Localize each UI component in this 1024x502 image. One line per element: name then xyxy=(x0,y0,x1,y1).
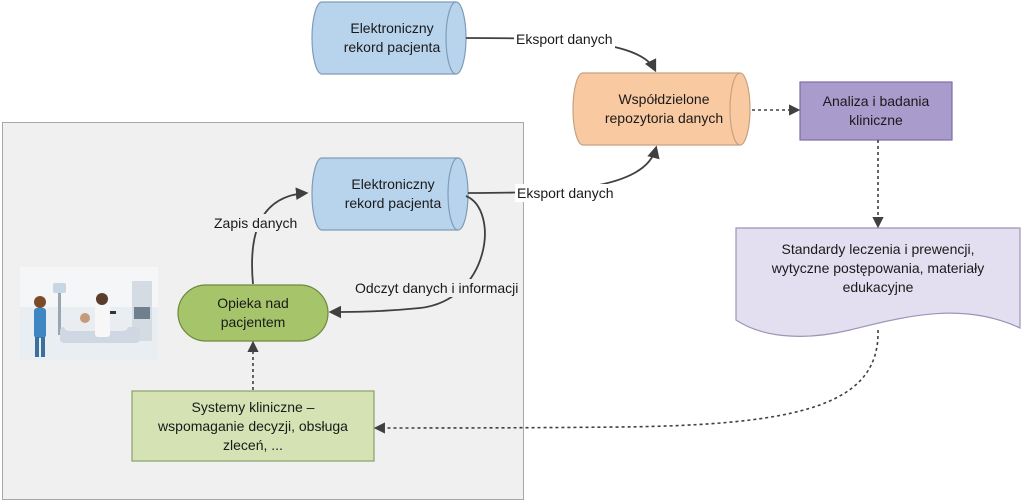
edge-label-export-inner: Eksport danych xyxy=(515,184,616,202)
analysis-box xyxy=(799,81,953,141)
hospital-care-illustration xyxy=(20,267,158,360)
arrow-write-data xyxy=(251,187,309,285)
arrow-standards-to-systems xyxy=(373,329,879,434)
ehr-top-cylinder xyxy=(311,1,467,75)
arrow-read-data xyxy=(328,195,486,319)
clinical-systems-label: Systemy kliniczne –wspomaganie decyzji, … xyxy=(158,398,348,453)
standards-document xyxy=(735,227,1021,337)
hospital-care-photo xyxy=(20,267,158,360)
edge-label-write-data: Zapis danych xyxy=(212,214,300,232)
clinical-systems-box xyxy=(131,390,375,462)
shared-repository-cylinder xyxy=(572,72,751,146)
edge-label-export-top: Eksport danych xyxy=(514,30,615,48)
standards-label: Standardy leczenia i prewencji,wytyczne … xyxy=(771,240,985,295)
edge-label-read-data: Odczyt danych i informacji xyxy=(353,279,521,297)
ehr-inner-cylinder xyxy=(311,157,469,231)
